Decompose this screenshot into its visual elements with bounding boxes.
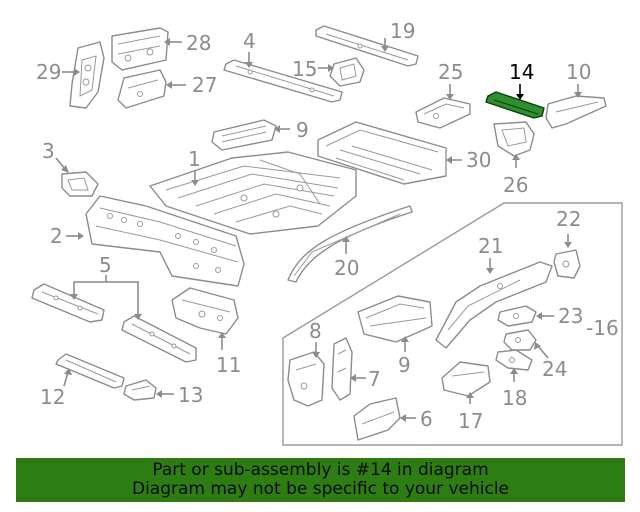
callout-12: 12 <box>40 385 65 409</box>
callout-1: 1 <box>188 147 201 171</box>
callout-27: 27 <box>192 73 217 97</box>
part-25[interactable] <box>415 97 471 129</box>
part-9-lower[interactable] <box>357 295 433 343</box>
part-27[interactable] <box>117 69 167 109</box>
part-22[interactable] <box>553 249 581 279</box>
part-6[interactable] <box>353 397 401 441</box>
part-23[interactable] <box>497 305 537 327</box>
part-7[interactable] <box>331 337 353 401</box>
part-2[interactable] <box>85 195 245 287</box>
part-19[interactable] <box>315 25 419 67</box>
callout-25: 25 <box>438 60 463 84</box>
part-29[interactable] <box>69 41 105 109</box>
callout-15: 15 <box>292 57 317 81</box>
part-17[interactable] <box>441 361 491 397</box>
callout-28: 28 <box>186 31 211 55</box>
callout-23: 23 <box>558 304 583 328</box>
subassembly-16-frame <box>282 202 623 446</box>
part-18[interactable] <box>495 349 533 371</box>
part-28[interactable] <box>111 27 169 71</box>
callout-5: 5 <box>99 253 112 277</box>
part-20[interactable] <box>287 205 413 283</box>
parts-diagram: 29 28 27 4 19 15 <box>31 19 623 446</box>
callout-10: 10 <box>566 60 591 84</box>
callout-17: 17 <box>458 409 483 433</box>
part-21[interactable] <box>435 261 553 349</box>
callout-26: 26 <box>503 173 528 197</box>
part-10[interactable] <box>545 95 607 129</box>
callout-8: 8 <box>309 319 322 343</box>
callout-7: 7 <box>368 367 381 391</box>
callout-2: 2 <box>50 224 63 248</box>
part-26[interactable] <box>493 121 535 157</box>
info-banner: Part or sub-assembly is #14 in diagram D… <box>16 458 625 502</box>
callout-29: 29 <box>36 60 61 84</box>
callout-9-upper: 9 <box>296 118 309 142</box>
part-30[interactable] <box>317 121 447 185</box>
part-11[interactable] <box>171 287 239 335</box>
part-12[interactable] <box>55 353 125 389</box>
callout-11: 11 <box>216 353 241 377</box>
callout-20: 20 <box>334 256 359 280</box>
callout-9-lower: 9 <box>398 353 411 377</box>
callout-3: 3 <box>42 139 55 163</box>
part-3[interactable] <box>61 171 99 197</box>
callout-30: 30 <box>466 148 491 172</box>
callout-4: 4 <box>243 29 256 53</box>
part-8[interactable] <box>287 351 325 407</box>
callout-21: 21 <box>478 234 503 258</box>
part-24[interactable] <box>503 329 537 351</box>
callout-6: 6 <box>420 407 433 431</box>
callout-16: -16 <box>586 316 619 340</box>
part-1[interactable] <box>149 151 357 235</box>
callout-13: 13 <box>178 383 203 407</box>
banner-line-1: Part or sub-assembly is #14 in diagram <box>152 460 489 480</box>
callout-22: 22 <box>556 207 581 231</box>
part-5-right[interactable] <box>121 315 197 363</box>
part-15[interactable] <box>329 57 365 87</box>
callout-14: 14 <box>509 60 534 84</box>
part-5-left[interactable] <box>31 283 105 323</box>
banner-line-2: Diagram may not be specific to your vehi… <box>131 479 509 499</box>
part-14[interactable] <box>485 91 545 119</box>
part-9-upper[interactable] <box>211 119 277 151</box>
part-4[interactable] <box>223 59 343 103</box>
part-13[interactable] <box>123 379 157 401</box>
callout-18: 18 <box>502 386 527 410</box>
callout-19: 19 <box>390 19 415 43</box>
callout-24: 24 <box>542 357 567 381</box>
